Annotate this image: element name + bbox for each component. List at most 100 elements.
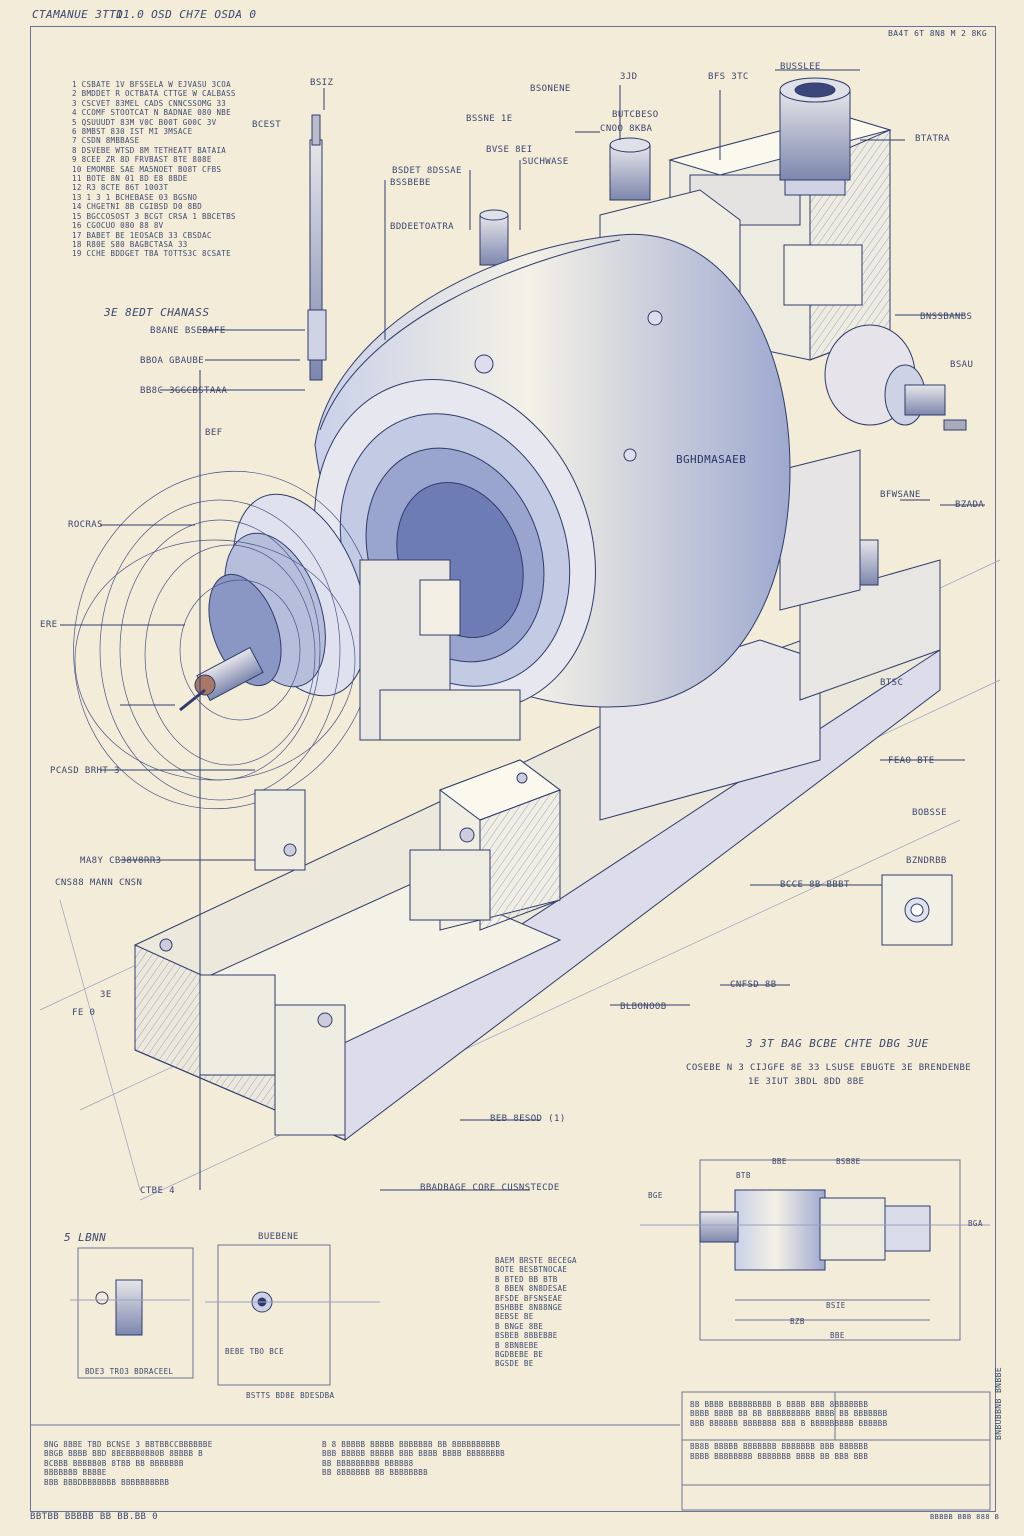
view-e-label: BGE: [648, 1191, 663, 1200]
note-line: BB BBBBBBBBB BBBBB8: [322, 1458, 414, 1468]
callout-top: BCEST: [252, 120, 282, 130]
header-right-code: BA4T 6T 8N8 M 2 8KG: [888, 29, 988, 38]
note-line: BSHBBE 8N88NGE: [495, 1303, 563, 1313]
note-line: 5 QSUUUDT 83M V0C B00T G00C 3V: [72, 117, 217, 127]
note-line: BB 8BBBBBB BB BBBBBBBB: [322, 1468, 428, 1478]
bottom-notes-middle: B 8 BBBBB BBBBB BBBBBBB BB BBBBBBBBBB BB…: [322, 1440, 505, 1478]
callout-right: BFWSANE: [880, 490, 921, 500]
callout-left: CNS88 MANN CNSN: [55, 878, 143, 888]
view-c-caption: BSTTS BD8E BDESDBA: [246, 1391, 335, 1400]
spec-line: COSEBE N 3 CIJGFE 8E 33 LSUSE EBUGTE 3E …: [686, 1063, 972, 1073]
callout-left: 3E: [100, 990, 112, 1000]
callout-left: ROCRAS: [68, 520, 103, 530]
note-line: 13 1 3 1 BCHEBASE 03 BGSNO: [72, 192, 198, 202]
callout-left: CTBE 4: [140, 1186, 175, 1196]
spec-line: 1E 3IUT 3BDL 8DD 8BE: [748, 1077, 865, 1087]
note-line: 10 EMOMBE SAE MA5NOET B08T CFBS: [72, 164, 222, 174]
header-title: CTAMANUE 3TTD: [32, 8, 124, 21]
note-line: BOTE BESBTNOCAE: [495, 1265, 568, 1275]
callout-left: PCASD BRHT 3: [50, 766, 120, 776]
note-line: BB8B BBBBB BBBBBBB BBBBBBB BBB BBBBBB: [690, 1442, 869, 1452]
footer-right: BBBBB BBB 888 B: [930, 1513, 1000, 1521]
view-a-caption: BDE3 TRO3 BDRACEEL: [85, 1367, 174, 1376]
note-line: BBBBBBB BBBBE: [44, 1468, 107, 1478]
note-line: 8 DSVEBE WTSD 8M TETHEATT BATAIA: [72, 145, 227, 155]
note-line: 18 R80E S80 BAGBCTASA 33: [72, 239, 188, 249]
callout-bottom: BEB 8ESOD (1): [490, 1114, 566, 1124]
note-line: 19 CCHE BDDGET TBA TOTTS3C 8CSATE: [72, 249, 231, 259]
view-b-caption: BEBE TBO BCE: [225, 1347, 284, 1356]
note-line: B BTED BB BTB: [495, 1274, 558, 1284]
callout-top: BZADA: [955, 500, 985, 510]
note-line: 6 8MBST 830 IST MI 3MSACE: [72, 127, 193, 137]
note-line: BBBB BBBBBBBB BBBBBBB BBBB BB BBB BBB: [690, 1451, 869, 1461]
view-e-label: BZB: [790, 1317, 805, 1326]
note-line: 15 BGCCOSOST 3 BCGT CRSA 1 BBCETBS: [72, 211, 236, 221]
view-e-label: BSB8E: [836, 1157, 861, 1166]
callout-right: BTSC: [880, 678, 904, 688]
note-line: BSBEB 8BBEBBE: [495, 1331, 558, 1341]
note-line: BBB BBBBBB BBBBBBB BBB B BBBBBBBBB BBBBB…: [690, 1418, 888, 1428]
view-e-label: BBE: [772, 1157, 787, 1166]
view-e-label: BTB: [736, 1171, 751, 1180]
note-line: BBGB BBBB BBD 8BEBBB0BB0B 8BBBB B: [44, 1449, 203, 1459]
callout-top: BUSSLEE: [780, 62, 821, 72]
view-e-label: BGA: [968, 1219, 983, 1228]
callout-top: BSAU: [950, 360, 974, 370]
note-line: 9 8CEE ZR 8D FRVBAST 8TE 808E: [72, 155, 212, 165]
callout-left: MA8Y CB38V8RR3: [80, 856, 162, 866]
callout-top: BNSSBANBS: [920, 312, 973, 322]
callout-right: BZNDRBB: [906, 856, 947, 866]
callout-bottom: BBADBAGE CORE CUSNSTECDE: [420, 1183, 560, 1193]
callout-right: BCCE 8B BBBT: [780, 880, 850, 890]
note-line: B BNGE 8BE: [495, 1321, 544, 1331]
title-block-notes: BB BBBB BBBBBBBBB B BBBB BBB 8BBBBBBB BB…: [690, 1400, 887, 1461]
bottom-notes-left: BNG 8BBE TBD BCNSE 3 BBTBBCCBBBBBBE BBGB…: [44, 1440, 213, 1487]
note-line: BAEM BRSTE BECEGA: [495, 1256, 577, 1265]
note-line: 2 BMDDET R OCTBATA CTTGE W CALBASS: [72, 89, 236, 99]
callout-top: 3JD: [620, 72, 638, 82]
view-a-title: 5 LBNN: [64, 1231, 107, 1244]
callout-right: CNFSD 8B: [730, 980, 777, 990]
callout-left: BEF: [205, 428, 223, 438]
callout-left: ERE: [40, 620, 58, 630]
note-line: BCBBB BBBBB0B 8TBB BB BBBBBBB: [44, 1458, 184, 1468]
note-line: BBBB BBBB BB BB BBBBBBBBB BBBB BB BBBBBB…: [690, 1409, 888, 1419]
note-line: BB BBBB BBBBBBBBB B BBBB BBB 8BBBBBBB: [690, 1400, 869, 1409]
note-line: BGSDE BE: [495, 1359, 534, 1369]
section-title: 3E 8EDT CHANASS: [104, 306, 210, 319]
note-line: BNG 8BBE TBD BCNSE 3 BBTBBCCBBBBBBE: [44, 1440, 213, 1449]
callout-top: CNOO 8KBA: [600, 124, 653, 134]
callout-top: BTATRA: [915, 134, 950, 144]
callout-left: FE 0: [72, 1008, 96, 1018]
view-e-label: BBE: [830, 1331, 845, 1340]
callout-left: BB8C 3GGCBSTAAA: [140, 386, 228, 396]
general-notes: 1 CSBATE 1V BFSSELA W EJVASU 3COA 2 BMDD…: [72, 80, 236, 259]
callout-top: BUTCBESO: [612, 110, 659, 120]
callout-right: BLBONOOB: [620, 1002, 667, 1012]
callout-right: BOBSSE: [912, 808, 947, 818]
note-line: 14 CHGETNI 8B CGIBSD D0 8BD: [72, 202, 203, 212]
footer-left: BBTBB BBBBB BB BB.BB 0: [30, 1512, 159, 1522]
header-code: 11.0 OSD CH7E OSDA 0: [116, 8, 257, 21]
callout-top: BSSBEBE: [390, 178, 431, 188]
note-line: B 8BNBEBE: [495, 1340, 539, 1350]
callout-top: BFS 3TC: [708, 72, 749, 82]
note-line: 8 BBEN 8N8DESAE: [495, 1284, 568, 1294]
note-line: BFSDE BFSNSEAE: [495, 1293, 563, 1303]
note-line: 17 BABET BE 1EOSACB 33 CBSDAC: [72, 230, 212, 240]
callout-top: BDDEETOATRA: [390, 222, 455, 232]
note-line: 4 CCOMF STOOTCAT N BADNAE 080 NBE: [72, 108, 231, 118]
callout-top: BSIZ: [310, 78, 334, 88]
note-line: 11 BOTE 8N 01 8D E8 8BDE: [72, 174, 188, 184]
callout-top: BVSE 8EI: [486, 145, 533, 155]
callout-top: BSSNE 1E: [466, 114, 513, 124]
note-line: BBB BBBBB BBBBB BBB BBBB BBBB BBBBBBBB: [322, 1449, 505, 1459]
note-line: 7 CSDN 8MBBASE: [72, 136, 140, 146]
note-line: 16 CGOCUO 080 88 8V: [72, 221, 164, 231]
housing-label: BGHDMASAEB: [676, 453, 747, 466]
note-line: BGDBEBE BE: [495, 1350, 544, 1360]
callout-left: B8ANE BSEBAFE: [150, 326, 226, 336]
